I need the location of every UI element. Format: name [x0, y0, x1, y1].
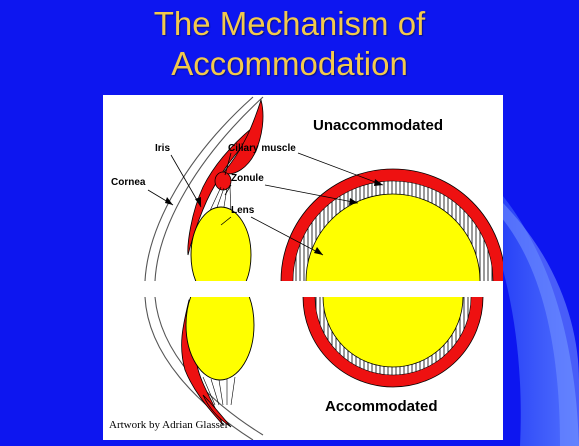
slide-title: The Mechanism of Accommodation — [0, 4, 579, 84]
accommodation-diagram: Unaccommodated Accommodated Iris Ciliary… — [103, 95, 503, 440]
diagram-canvas: Unaccommodated Accommodated Iris Ciliary… — [103, 95, 503, 440]
title-line-2: Accommodation — [171, 45, 408, 82]
title-line-1: The Mechanism of — [154, 5, 425, 42]
label-ciliary-muscle: Ciliary muscle — [228, 143, 296, 154]
label-cornea: Cornea — [111, 177, 146, 188]
label-lens: Lens — [231, 205, 255, 216]
divider-band — [103, 281, 503, 297]
artwork-credit: Artwork by Adrian Glasser — [109, 419, 229, 431]
label-zonule: Zonule — [231, 173, 264, 184]
label-accommodated: Accommodated — [325, 398, 438, 415]
label-unaccommodated: Unaccommodated — [313, 117, 443, 134]
label-iris: Iris — [155, 143, 170, 154]
leader-ciliary-muscle — [298, 153, 383, 185]
